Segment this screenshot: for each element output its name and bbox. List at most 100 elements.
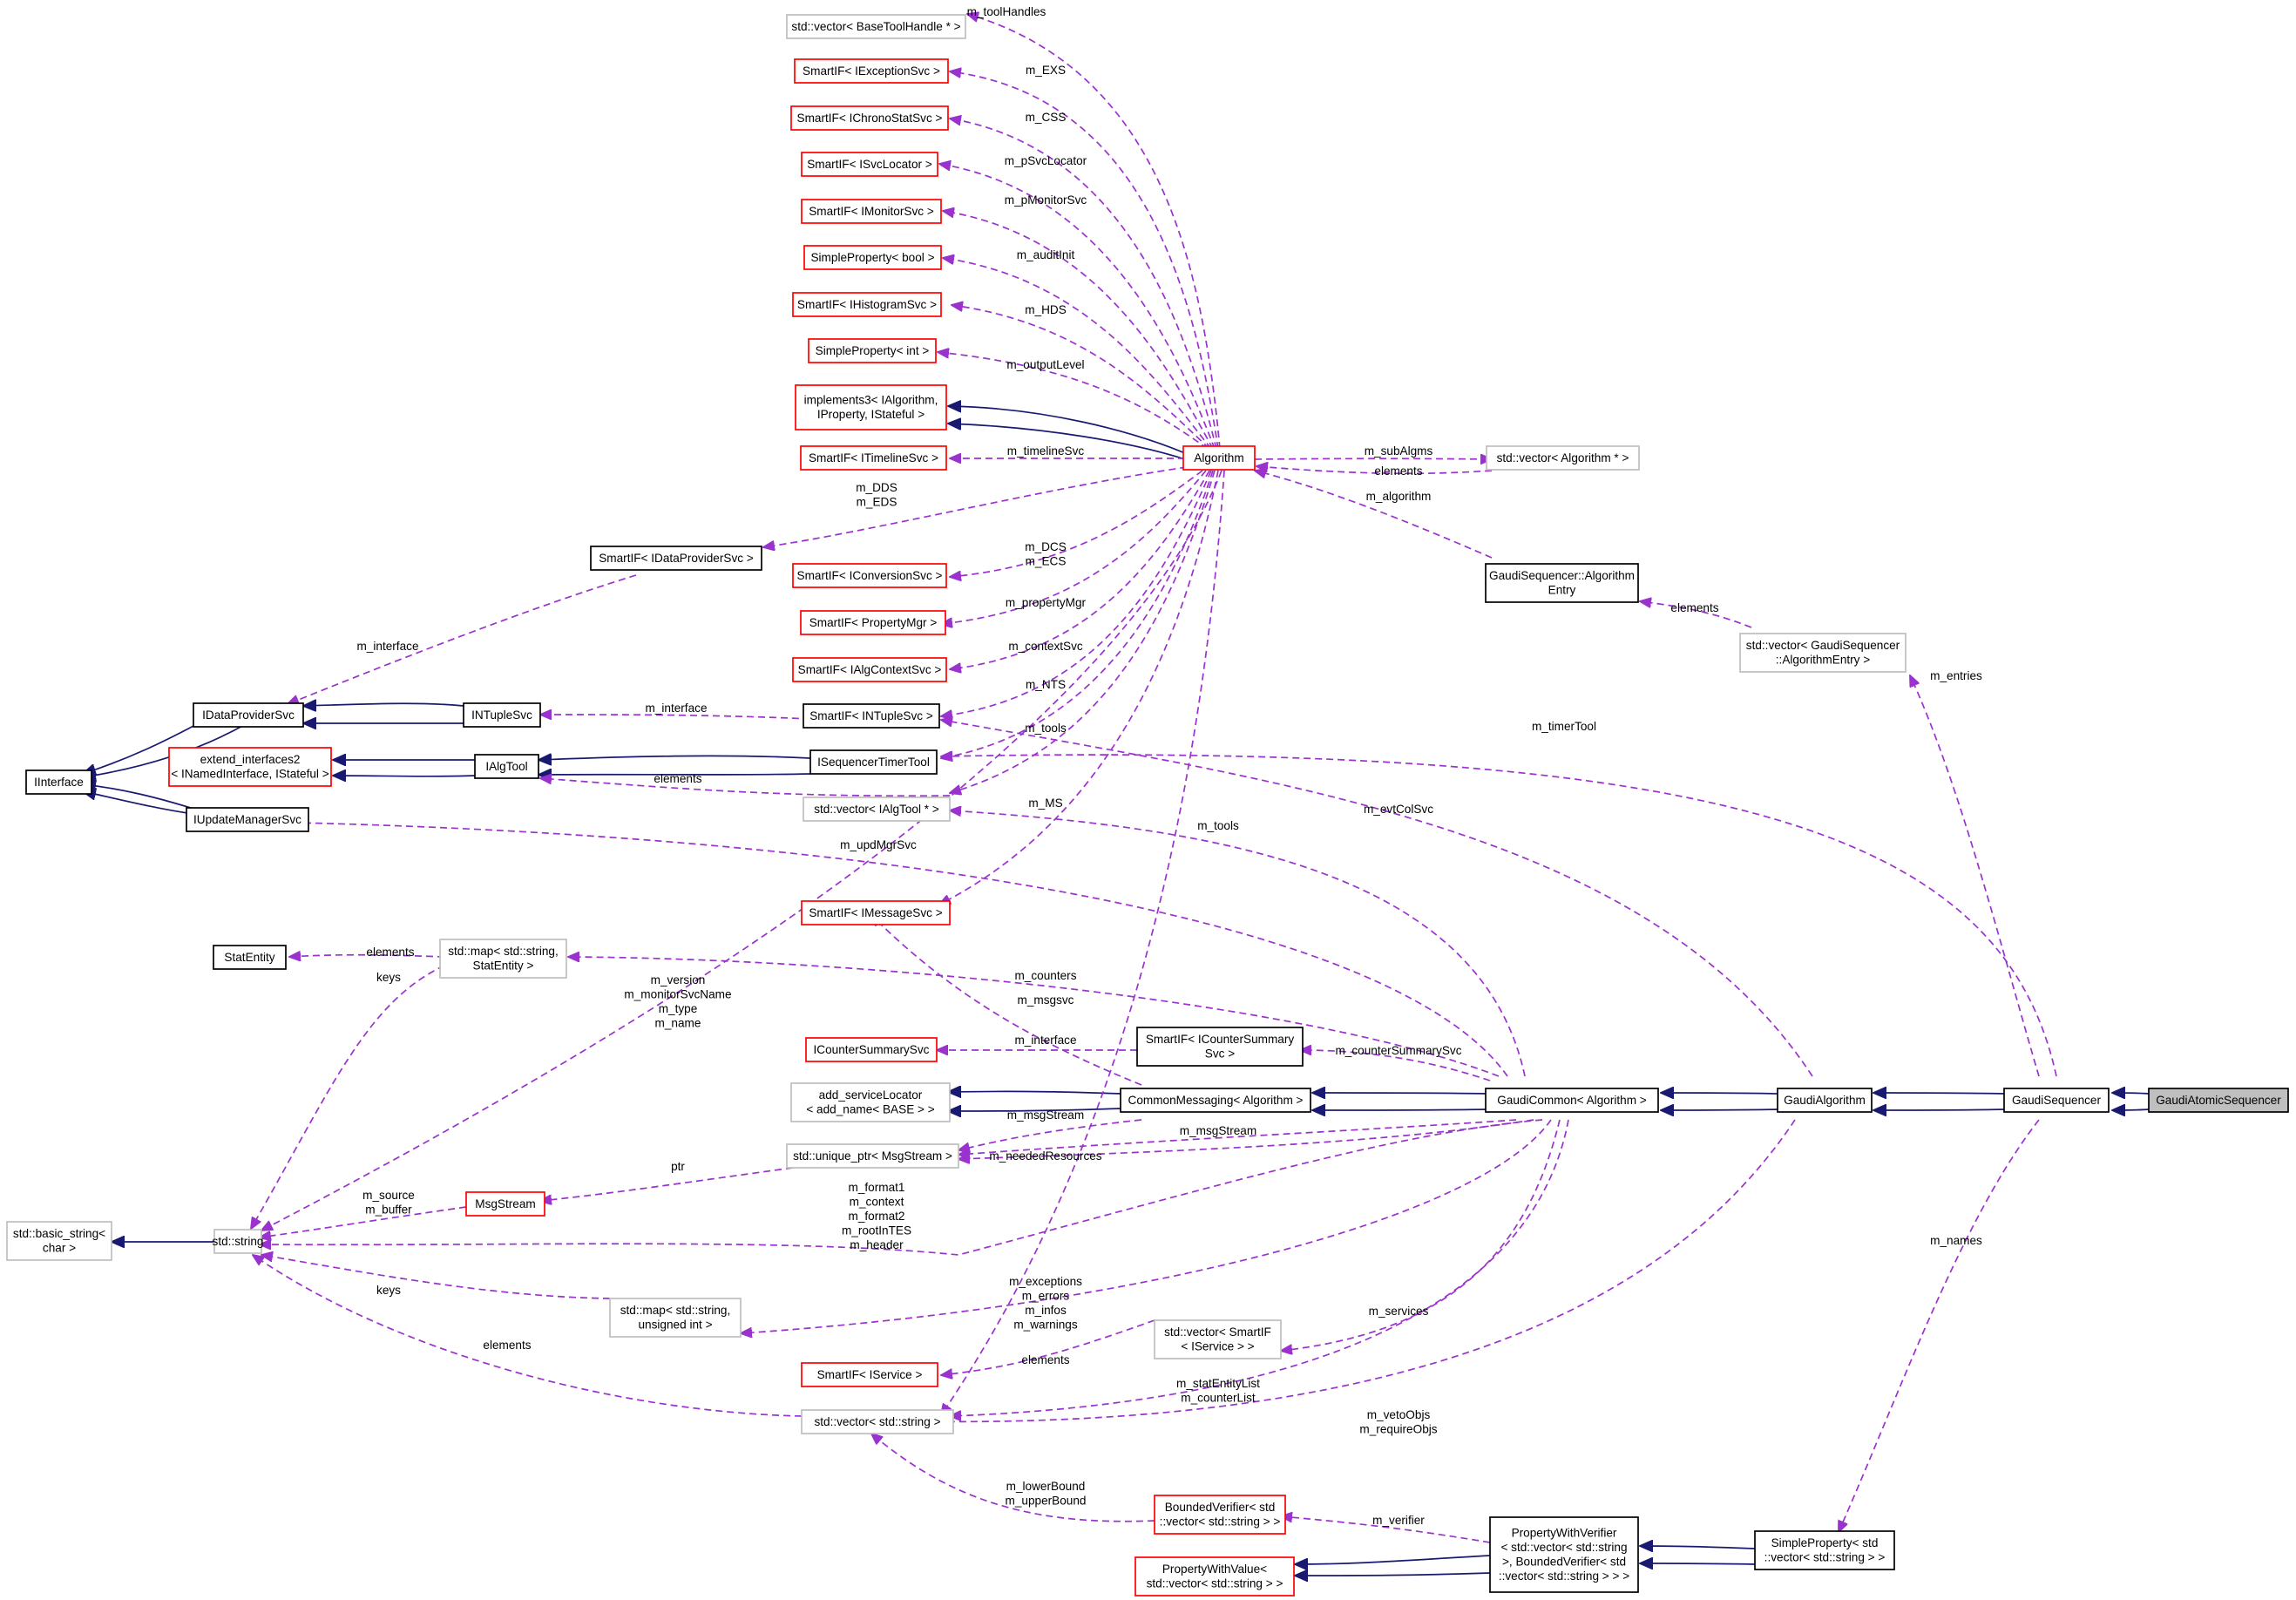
class-node-std-string[interactable]: std::string — [213, 1229, 264, 1254]
class-node-si-exception-svc[interactable]: SmartIF< IExceptionSvc > — [794, 58, 949, 84]
class-node-label: GaudiCommon< Algorithm > — [1497, 1094, 1647, 1107]
class-node-si-counter-summary-svc[interactable]: SmartIF< ICounterSummarySvc > — [1136, 1027, 1304, 1067]
class-node-si-svc-locator[interactable]: SmartIF< ISvcLocator > — [801, 152, 938, 177]
class-node-box — [790, 1082, 951, 1122]
class-node-gs-algorithm-entry[interactable]: GaudiSequencer::AlgorithmEntry — [1485, 563, 1639, 603]
edge-label-text: m_names — [1930, 1234, 1982, 1247]
class-node-label: ::vector< std::string > > — [1764, 1551, 1886, 1564]
class-node-property-with-verifier[interactable]: PropertyWithVerifier< std::vector< std::… — [1489, 1516, 1639, 1593]
class-node-unique-ptr-msg-stream[interactable]: std::unique_ptr< MsgStream > — [786, 1143, 959, 1169]
class-node-sp-int[interactable]: SimpleProperty< int > — [808, 338, 937, 363]
class-node-si-data-provider-svc[interactable]: SmartIF< IDataProviderSvc > — [590, 546, 762, 571]
class-node-i-sequencer-timer-tool[interactable]: ISequencerTimerTool — [809, 749, 938, 775]
inherit-edge-timertool-algtool — [538, 756, 811, 775]
edge-label-text: m_ECS — [1026, 555, 1067, 568]
class-node-stat-entity[interactable]: StatEntity — [213, 945, 287, 970]
edge-label-interface-cs: m_interface — [1014, 1034, 1076, 1047]
class-node-box — [2003, 1088, 2110, 1113]
class-node-label: < std::vector< std::string — [1500, 1541, 1627, 1554]
class-node-label: std::vector< Algorithm * > — [1497, 451, 1629, 464]
usage-edges — [251, 14, 2057, 1543]
class-node-gaudi-atomic-sequencer[interactable]: GaudiAtomicSequencer — [2148, 1088, 2289, 1113]
class-node-box — [439, 939, 567, 979]
class-node-si-service[interactable]: SmartIF< IService > — [801, 1362, 938, 1387]
class-node-implements3[interactable]: implements3< IAlgorithm,IProperty, IStat… — [795, 384, 947, 431]
class-node-map-stat-entity[interactable]: std::map< std::string,StatEntity > — [439, 939, 567, 979]
edge-label-text: m_DCS — [1025, 540, 1067, 553]
class-node-label: GaudiSequencer::Algorithm — [1489, 569, 1635, 582]
edge-label-monitor-svc: m_pMonitorSvc — [1005, 193, 1087, 207]
inherit-edge-gaudialgorithm-gaudicommon — [1661, 1093, 1778, 1110]
edge-label-needed: m_neededResources — [989, 1149, 1101, 1163]
class-node-label: StatEntity > — [473, 959, 534, 973]
edge-label-svc-locator: m_pSvcLocator — [1005, 154, 1087, 167]
class-node-i-ntuple-svc[interactable]: INTupleSvc — [463, 702, 541, 728]
class-node-si-message-svc[interactable]: SmartIF< IMessageSvc > — [801, 900, 951, 925]
class-node-i-counter-summary-svc[interactable]: ICounterSummarySvc — [805, 1037, 938, 1062]
class-node-common-messaging[interactable]: CommonMessaging< Algorithm > — [1120, 1088, 1311, 1113]
edge-label-text: m_propertyMgr — [1006, 596, 1087, 609]
class-node-bounded-verifier[interactable]: BoundedVerifier< std::vector< std::strin… — [1154, 1495, 1286, 1535]
class-node-sp-vec-string[interactable]: SimpleProperty< std::vector< std::string… — [1754, 1530, 1895, 1570]
inherit-edge-gaudisequencer-gaudialgorithm — [1873, 1093, 2005, 1110]
class-node-label: std::map< std::string, — [448, 945, 559, 958]
edge-label-text: m_counterList — [1181, 1392, 1256, 1405]
class-node-vec-smart-ifservice[interactable]: std::vector< SmartIF< IService > > — [1154, 1319, 1282, 1359]
class-node-gaudi-common[interactable]: GaudiCommon< Algorithm > — [1485, 1088, 1659, 1113]
class-node-i-alg-tool[interactable]: IAlgTool — [474, 754, 539, 779]
edge-label-text: m_algorithm — [1366, 490, 1432, 503]
class-node-label: SmartIF< IService > — [817, 1368, 923, 1381]
edge-label-keys-stat: keys — [376, 971, 401, 984]
class-node-si-conversion-svc[interactable]: SmartIF< IConversionSvc > — [792, 563, 947, 588]
class-node-basic-string[interactable]: std::basic_string<char > — [6, 1221, 112, 1261]
edge-label-hds: m_HDS — [1025, 303, 1067, 316]
class-node-box — [809, 749, 938, 775]
class-node-box — [803, 797, 951, 822]
class-node-i-data-provider-svc[interactable]: IDataProviderSvc — [193, 702, 304, 728]
class-node-si-histogram-svc[interactable]: SmartIF< IHistogramSvc > — [792, 292, 942, 317]
class-node-si-ntuple-svc[interactable]: SmartIF< INTupleSvc > — [803, 703, 940, 729]
class-node-vec-algorithm-entry[interactable]: std::vector< GaudiSequencer::AlgorithmEn… — [1739, 633, 1907, 673]
class-node-vec-algorithm[interactable]: std::vector< Algorithm * > — [1486, 445, 1640, 471]
class-node-gaudi-algorithm[interactable]: GaudiAlgorithm — [1777, 1088, 1873, 1113]
edge-label-text: elements — [1374, 464, 1422, 478]
inherit-edge-ntuplesvc-dataprovider — [303, 703, 464, 723]
class-node-msg-stream[interactable]: MsgStream — [465, 1191, 545, 1217]
edge-label-text: m_EDS — [857, 496, 897, 509]
edge-label-text: m_services — [1369, 1305, 1429, 1318]
class-node-extend-interfaces2[interactable]: extend_interfaces2< INamedInterface, ISt… — [168, 747, 332, 787]
class-node-map-unsigned-int[interactable]: std::map< std::string,unsigned int > — [609, 1298, 742, 1338]
class-node-add-service-locator[interactable]: add_serviceLocator< add_name< BASE > > — [790, 1082, 951, 1122]
edge-label-text: m_pSvcLocator — [1005, 154, 1087, 167]
edge-label-audit-init: m_auditInit — [1017, 248, 1075, 261]
class-node-si-property-mgr[interactable]: SmartIF< PropertyMgr > — [800, 610, 946, 635]
class-node-i-interface[interactable]: IInterface — [25, 769, 92, 795]
class-node-si-monitor-svc[interactable]: SmartIF< IMonitorSvc > — [801, 199, 942, 224]
class-node-si-alg-context-svc[interactable]: SmartIF< IAlgContextSvc > — [792, 657, 947, 682]
class-node-gaudi-sequencer[interactable]: GaudiSequencer — [2003, 1088, 2110, 1113]
edge-label-elements-entry: elements — [1670, 601, 1718, 614]
edge-label-services: m_services — [1369, 1305, 1429, 1318]
class-node-sp-bool[interactable]: SimpleProperty< bool > — [803, 245, 942, 270]
edge-label-text: m_type — [659, 1002, 698, 1015]
class-node-label: ::vector< std::string > > — [1160, 1515, 1281, 1529]
edge-label-css: m_CSS — [1026, 111, 1067, 124]
edge-label-elements-alg: elements — [1374, 464, 1422, 478]
class-node-box — [1182, 445, 1256, 471]
class-node-vec-ialg-tool[interactable]: std::vector< IAlgTool * > — [803, 797, 951, 822]
edge-label-interface-nt: m_interface — [645, 702, 707, 715]
class-node-vec-base-tool-handle[interactable]: std::vector< BaseToolHandle * > — [786, 14, 966, 39]
class-node-si-chrono-stat-svc[interactable]: SmartIF< IChronoStatSvc > — [790, 105, 949, 131]
class-node-property-with-value[interactable]: PropertyWithValue<std::vector< std::stri… — [1134, 1556, 1295, 1597]
class-node-algorithm[interactable]: Algorithm — [1182, 445, 1256, 471]
class-node-i-update-manager-svc[interactable]: IUpdateManagerSvc — [186, 807, 309, 832]
edge-label-text: m_monitorSvcName — [624, 988, 731, 1001]
edge-label-text: m_MS — [1028, 797, 1062, 810]
class-node-si-timeline-svc[interactable]: SmartIF< ITimelineSvc > — [800, 445, 947, 471]
class-node-label: IDataProviderSvc — [202, 708, 295, 722]
class-node-vec-string[interactable]: std::vector< std::string > — [801, 1409, 954, 1434]
class-node-label: SimpleProperty< std — [1771, 1536, 1879, 1549]
class-node-label: std::vector< std::string > — [814, 1415, 940, 1428]
inherit-edge-updatemgr-iinterface — [83, 784, 194, 815]
